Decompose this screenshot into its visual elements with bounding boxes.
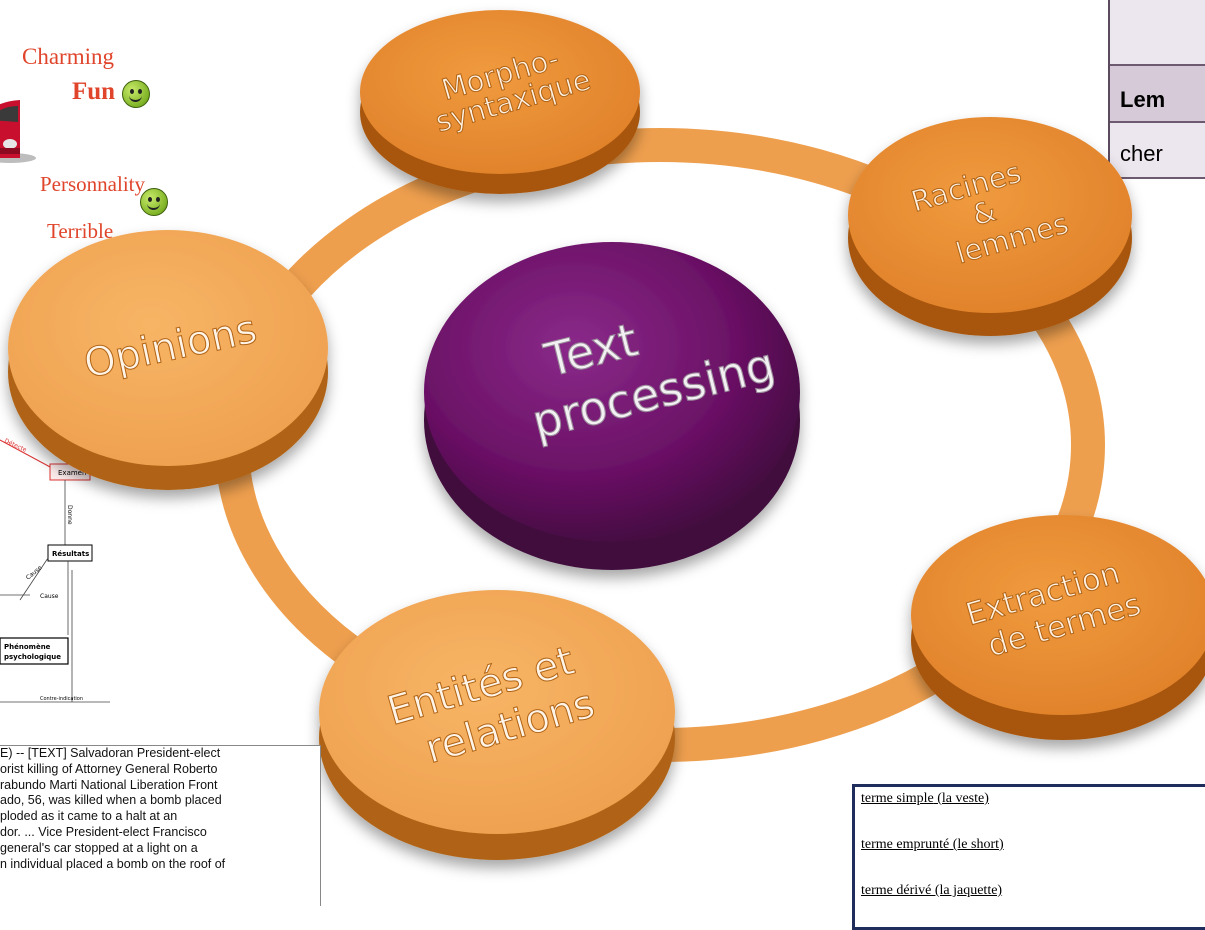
edge-label: Cause	[40, 593, 59, 600]
news-snippet: E) -- [TEXT] Salvadoran President-elect …	[0, 745, 321, 906]
mini-node-resultats: Résultats	[52, 550, 89, 558]
center-node	[424, 242, 800, 570]
node-extraction-termes[interactable]	[911, 515, 1205, 740]
news-line: rabundo Marti National Liberation Front	[0, 777, 218, 792]
term-emprunte: terme emprunté (le short)	[861, 837, 1004, 853]
node-racines-lemmes[interactable]	[848, 117, 1132, 336]
opinion-word-fun: Fun	[72, 78, 116, 105]
opinion-word-personnality: Personnality	[40, 172, 145, 196]
news-line: ploded as it came to a halt at an	[0, 809, 178, 824]
mini-node-examen: Examen	[58, 469, 86, 477]
opinion-word-charming: Charming	[22, 44, 114, 69]
node-morpho-syntaxique[interactable]	[360, 10, 640, 194]
news-line: ado, 56, was killed when a bomb placed	[0, 793, 222, 808]
table-cell: Lem	[1110, 66, 1205, 123]
terms-box: terme simple (la veste) terme emprunté (…	[852, 784, 1205, 930]
text-processing-diagram: Text processing Morpho- syntaxique Racin…	[8, 10, 1205, 860]
term-emprunte-label: terme emprunté	[861, 837, 950, 852]
mini-node-phenomene-line2: psychologique	[4, 653, 61, 661]
table-cell: cher	[1110, 123, 1205, 179]
node-entites-relations[interactable]	[319, 590, 675, 860]
edge-label: Contre-indication	[40, 696, 83, 702]
news-line: dor. ... Vice President-elect Francisco	[0, 824, 207, 839]
lemma-table: Lem cher	[1108, 0, 1205, 179]
term-simple: terme simple (la veste)	[861, 791, 989, 807]
news-line: general's car stopped at a light on a	[0, 840, 198, 855]
edge-label: Donne	[66, 505, 73, 525]
term-simple-example: (la veste)	[933, 791, 989, 806]
car-image	[0, 92, 40, 166]
opinion-word-terrible: Terrible	[47, 219, 114, 243]
table-header-cell	[1110, 0, 1205, 66]
mini-node-phenomene: Phénomène	[4, 643, 51, 651]
smiley-icon	[122, 80, 150, 108]
term-simple-label: terme simple	[861, 791, 934, 806]
node-opinions[interactable]	[8, 230, 328, 490]
news-line: E) -- [TEXT] Salvadoran President-elect	[0, 746, 221, 760]
smiley-icon	[140, 188, 168, 216]
term-derive: terme dérivé (la jaquette)	[861, 883, 1003, 898]
news-line: orist killing of Attorney General Robert…	[0, 761, 218, 776]
term-emprunte-example: (le short)	[949, 837, 1004, 852]
news-line: n individual placed a bomb on the roof o…	[0, 856, 226, 871]
